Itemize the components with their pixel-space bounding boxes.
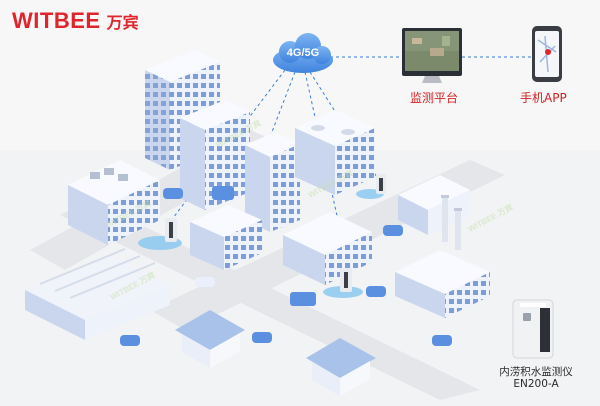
mobile-app-label: 手机APP xyxy=(520,91,567,105)
building-center-low xyxy=(283,212,372,285)
building-right-low xyxy=(395,250,490,318)
house-center xyxy=(175,310,245,368)
building-left-center-low xyxy=(190,205,262,270)
platform-label: 监测平台 xyxy=(410,91,459,105)
house-right xyxy=(306,338,376,396)
building-center-right xyxy=(295,110,375,195)
phone-icon xyxy=(532,26,562,82)
device-name-label: 内涝积水监测仪 xyxy=(499,366,573,378)
building-left-block xyxy=(68,160,160,245)
brand-name-cn: 万宾 xyxy=(106,13,139,32)
building-center-tall xyxy=(245,132,300,232)
brand-logo: WITBEE 万宾 xyxy=(12,8,139,34)
cloud-icon xyxy=(273,33,333,73)
device-model-label: EN200-A xyxy=(513,378,559,390)
warehouse-left xyxy=(25,248,170,340)
cars xyxy=(120,186,452,346)
factory-right xyxy=(398,175,470,250)
brand-name-en: WITBEE xyxy=(12,8,101,33)
sensor-device-icon xyxy=(165,174,386,292)
network-label: 4G/5G xyxy=(286,47,320,59)
monitor-icon xyxy=(402,28,462,83)
en200-device-image xyxy=(512,299,554,359)
building-mid-left xyxy=(180,100,250,210)
